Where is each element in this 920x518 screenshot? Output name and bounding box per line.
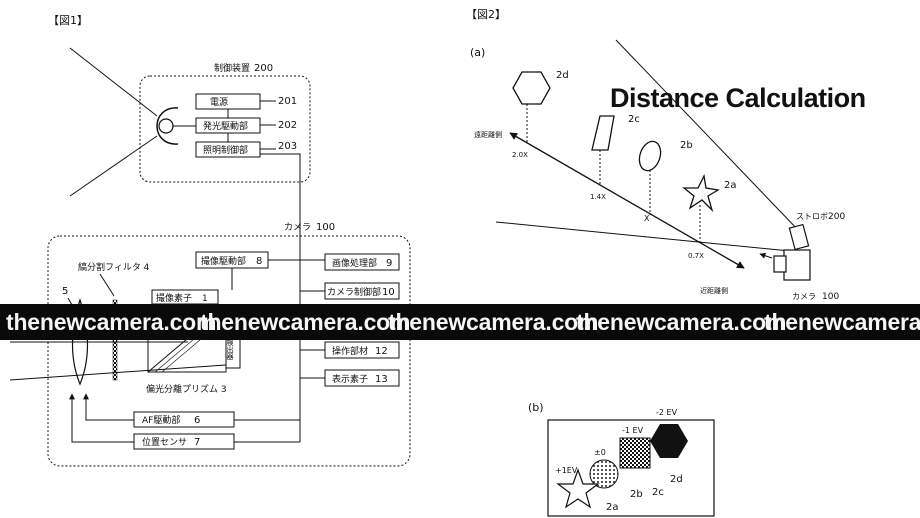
watermark-text: thenewcamera.com <box>576 309 787 335</box>
af-drive-num: 6 <box>194 415 200 426</box>
flash-lamp-icon <box>158 118 174 134</box>
near-side-label: 近距離側 <box>700 286 728 295</box>
strobe-num: 200 <box>828 212 845 222</box>
flash-beam-upper <box>69 47 158 117</box>
image-sensor-label: 撮像素子 <box>156 292 192 304</box>
watermark-text: thenewcamera.com <box>200 309 411 335</box>
side-block-operation: 操作部材 12 <box>324 341 400 359</box>
control-block-emit-drive: 発光駆動部 202 <box>195 117 297 134</box>
filter-leader <box>99 273 115 297</box>
af-drive-arrow <box>83 393 134 421</box>
fig2b-label: (b) <box>528 401 544 414</box>
control-device-num: 200 <box>254 63 273 74</box>
sensor-drive-label: 撮像駆動部 <box>201 255 246 267</box>
watermark-banner: thenewcamera.com thenewcamera.com thenew… <box>0 304 920 340</box>
ev-minus1: -1 EV <box>622 426 644 435</box>
svg-text:照明制御部: 照明制御部 <box>203 144 248 156</box>
star-icon-b-2a <box>556 468 600 509</box>
b-object-2c: 2c <box>652 487 664 498</box>
lens-num: 5 <box>62 286 68 297</box>
svg-text:発光駆動部: 発光駆動部 <box>203 120 248 132</box>
circle-icon-b-2b <box>589 459 619 489</box>
camera-2-num: 100 <box>822 292 839 302</box>
position-sensor-label: 位置センサ <box>142 436 187 448</box>
prism-label: 偏光分離プリズム 3 <box>146 383 227 395</box>
side-block-camera-control: カメラ制御部 10 <box>324 282 400 300</box>
ev-plus1: +1EV <box>555 466 578 475</box>
fig2a-label: (a) <box>470 46 485 59</box>
detector-label: 光検出器 <box>226 331 234 361</box>
svg-text:203: 203 <box>278 141 297 152</box>
watermark-text: thenewcamera.com <box>388 309 599 335</box>
optical-ray <box>9 363 241 381</box>
camera-title: カメラ <box>284 222 311 233</box>
af-drive-label: AF駆動部 <box>142 414 180 426</box>
star-icon-2a <box>682 173 720 213</box>
beam-line-upper <box>615 39 801 233</box>
flash-beam-lower <box>69 135 158 197</box>
object-2c-label: 2c <box>628 114 640 125</box>
svg-text:13: 13 <box>375 374 388 385</box>
distance-axis <box>509 132 745 269</box>
ev-zero: ±0 <box>594 448 606 457</box>
b-object-2a: 2a <box>606 502 619 513</box>
camera-box <box>47 235 411 467</box>
control-device-title: 制御装置 <box>214 62 250 74</box>
beam-line-lower <box>495 221 801 253</box>
far-side-label: 遠距離側 <box>474 130 502 139</box>
strobe-icon <box>788 223 810 251</box>
fig1-label: 【図1】 <box>48 14 88 27</box>
distance-0-7x: 0.7X <box>688 252 704 260</box>
svg-text:9: 9 <box>386 258 392 269</box>
svg-text:画像処理部: 画像処理部 <box>332 257 377 269</box>
distance-2-0x: 2.0X <box>512 151 528 159</box>
svg-text:202: 202 <box>278 120 297 131</box>
fig2-label: 【図2】 <box>466 8 506 21</box>
control-block-lighting-control: 照明制御部 203 <box>195 141 297 158</box>
distance-x: X <box>644 214 650 223</box>
svg-text:12: 12 <box>375 346 388 357</box>
distance-1-4x: 1.4X <box>590 193 606 201</box>
side-block-image-processing: 画像処理部 9 <box>324 253 400 271</box>
hexagon-icon-2d <box>512 71 551 105</box>
control-block-power: 電源 201 <box>195 93 297 110</box>
object-2d-label: 2d <box>556 70 569 81</box>
flash-reflector-icon <box>156 107 179 145</box>
control-device-box <box>139 75 311 183</box>
image-sensor-num: 1 <box>202 294 208 304</box>
camera-2-label: カメラ <box>792 292 816 301</box>
svg-text:表示素子: 表示素子 <box>332 373 368 385</box>
camera-num: 100 <box>316 222 335 233</box>
position-sensor-num: 7 <box>194 437 200 448</box>
object-2a-label: 2a <box>724 180 737 191</box>
svg-text:10: 10 <box>382 287 395 298</box>
b-object-2d: 2d <box>670 474 683 485</box>
position-sensor-arrow <box>69 393 134 443</box>
watermark-text: thenewcamera.com <box>764 309 920 335</box>
filter-label: 縞分割フィルタ 4 <box>78 261 150 273</box>
svg-text:201: 201 <box>278 96 297 107</box>
strobe-label: ストロボ <box>796 212 828 221</box>
object-2b-label: 2b <box>680 140 693 151</box>
square-icon-b-2c <box>619 437 651 469</box>
watermark-text: thenewcamera.com <box>6 309 217 335</box>
camera-icon <box>773 249 811 281</box>
svg-text:電源: 電源 <box>210 97 228 108</box>
sensor-drive-num: 8 <box>256 256 262 267</box>
side-block-display: 表示素子 13 <box>324 369 400 387</box>
ev-minus2: -2 EV <box>656 408 678 417</box>
b-object-2b: 2b <box>630 489 643 500</box>
svg-text:操作部材: 操作部材 <box>332 345 368 357</box>
distance-calculation-heading: Distance Calculation <box>610 83 866 113</box>
stripe-filter <box>112 299 118 381</box>
circle-icon-2b <box>638 140 662 172</box>
svg-text:カメラ制御部: カメラ制御部 <box>327 286 381 298</box>
hexagon-icon-b-2d <box>650 424 688 458</box>
square-icon-2c <box>591 115 615 151</box>
